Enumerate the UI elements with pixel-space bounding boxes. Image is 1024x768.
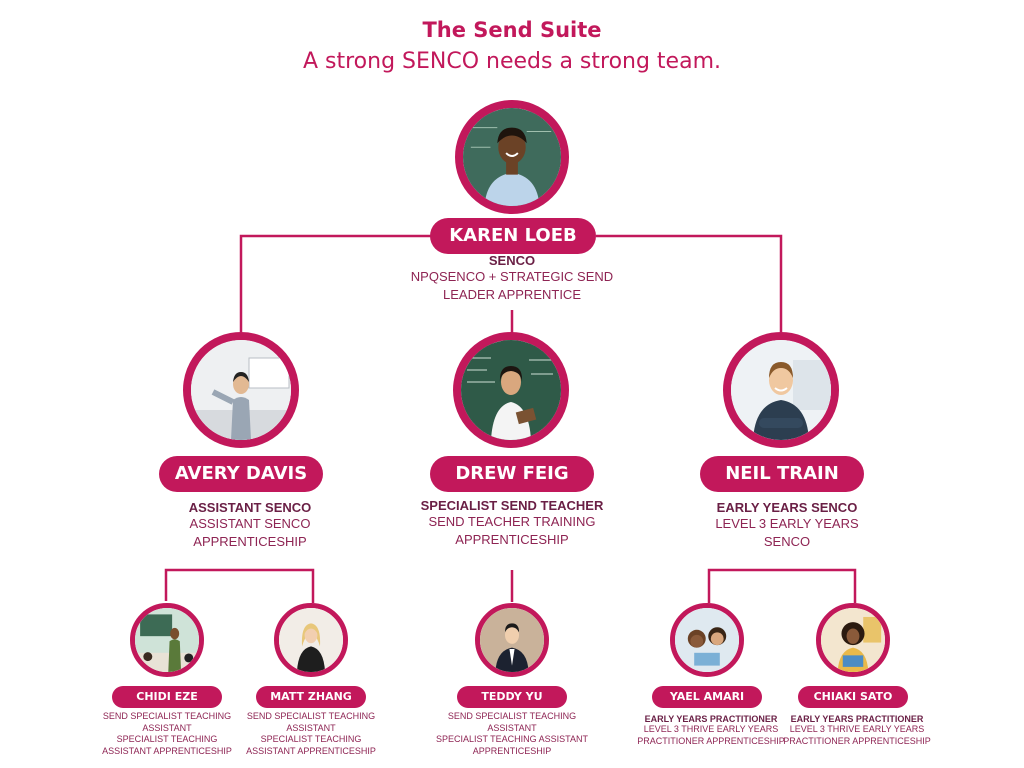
karen-loeb-photo — [455, 100, 569, 214]
matt-zhang-details: SEND SPECIALIST TEACHING ASSISTANT SPECI… — [240, 711, 382, 757]
neil-train-detail-2: SENCO — [763, 534, 811, 549]
teddy-yu-photo — [475, 603, 549, 677]
drew-feig-detail-2: APPRENTICESHIP — [455, 532, 569, 547]
neil-train-name-badge: NEIL TRAIN — [700, 456, 864, 492]
matt-zhang-line-2: ASSISTANT — [286, 722, 336, 733]
matt-zhang-line-1: SEND SPECIALIST TEACHING — [246, 711, 376, 721]
connector-top-left — [239, 234, 432, 332]
person-portrait-icon — [480, 608, 544, 672]
person-portrait-icon — [821, 608, 885, 672]
drew-feig-role: SPECIALIST SEND TEACHER — [420, 498, 604, 513]
avery-davis-details: ASSISTANT SENCO ASSISTANT SENCO APPRENTI… — [150, 500, 350, 551]
neil-train-name: NEIL TRAIN — [725, 463, 839, 484]
chidi-eze-name: CHIDI EZE — [136, 690, 198, 703]
teacher-chalkboard-icon — [461, 340, 561, 440]
teacher-chalkboard-icon — [463, 108, 561, 206]
presenter-icon — [191, 340, 291, 440]
drew-feig-detail-1: SEND TEACHER TRAINING — [428, 514, 596, 529]
drew-feig-details: SPECIALIST SEND TEACHER SEND TEACHER TRA… — [392, 498, 632, 549]
drew-feig-name-badge: DREW FEIG — [430, 456, 594, 492]
matt-zhang-line-3: SPECIALIST TEACHING — [260, 734, 362, 744]
matt-zhang-photo — [274, 603, 348, 677]
drew-feig-name: DREW FEIG — [455, 463, 569, 484]
teddy-yu-name: TEDDY YU — [481, 690, 543, 703]
karen-loeb-name-badge: KAREN LOEB — [430, 218, 596, 254]
avery-davis-name: AVERY DAVIS — [174, 463, 308, 484]
yael-amari-details: EARLY YEARS PRACTITIONER LEVEL 3 THRIVE … — [636, 714, 786, 747]
teddy-yu-line-4: APPRENTICESHIP — [472, 745, 552, 756]
connector-avery-team — [164, 568, 315, 603]
chidi-eze-details: SEND SPECIALIST TEACHING ASSISTANT SPECI… — [96, 711, 238, 757]
chidi-eze-line-3: SPECIALIST TEACHING — [116, 734, 218, 744]
yael-amari-line-1: LEVEL 3 THRIVE EARLY YEARS — [643, 724, 779, 734]
karen-loeb-detail-2: LEADER APPRENTICE — [443, 287, 581, 302]
matt-zhang-line-4: ASSISTANT APPRENTICESHIP — [246, 745, 376, 756]
chiaki-sato-name-badge: CHIAKI SATO — [798, 686, 908, 708]
avery-davis-name-badge: AVERY DAVIS — [159, 456, 323, 492]
teddy-yu-line-1: SEND SPECIALIST TEACHING — [447, 711, 577, 721]
chidi-eze-line-2: ASSISTANT — [142, 722, 192, 733]
neil-train-details: EARLY YEARS SENCO LEVEL 3 EARLY YEARS SE… — [687, 500, 887, 551]
chidi-eze-line-1: SEND SPECIALIST TEACHING — [102, 711, 232, 721]
yael-amari-photo — [670, 603, 744, 677]
chiaki-sato-name: CHIAKI SATO — [813, 690, 893, 703]
yael-amari-name: YAEL AMARI — [669, 690, 745, 703]
avery-davis-photo — [183, 332, 299, 448]
karen-loeb-details: SENCO NPQSENCO + STRATEGIC SEND LEADER A… — [370, 253, 654, 304]
avery-davis-detail-2: APPRENTICESHIP — [193, 534, 307, 549]
neil-train-photo — [723, 332, 839, 448]
yael-amari-role: EARLY YEARS PRACTITIONER — [644, 714, 778, 724]
person-portrait-icon — [279, 608, 343, 672]
chiaki-sato-photo — [816, 603, 890, 677]
teddy-yu-details: SEND SPECIALIST TEACHING ASSISTANT SPECI… — [428, 711, 596, 757]
page-subtitle: A strong SENCO needs a strong team. — [302, 49, 722, 74]
page-title: The Send Suite — [422, 18, 602, 42]
teacher-arms-crossed-icon — [731, 340, 831, 440]
chidi-eze-line-4: ASSISTANT APPRENTICESHIP — [102, 745, 232, 756]
karen-loeb-detail-1: NPQSENCO + STRATEGIC SEND — [410, 269, 614, 284]
yael-amari-name-badge: YAEL AMARI — [652, 686, 762, 708]
chiaki-sato-line-1: LEVEL 3 THRIVE EARLY YEARS — [789, 724, 925, 734]
yael-amari-line-2: PRACTITIONER APPRENTICESHIP — [637, 735, 785, 746]
drew-feig-photo — [453, 332, 569, 448]
karen-loeb-role: SENCO — [488, 253, 536, 268]
avery-davis-detail-1: ASSISTANT SENCO — [189, 516, 311, 531]
karen-loeb-name: KAREN LOEB — [449, 225, 577, 246]
chidi-eze-name-badge: CHIDI EZE — [112, 686, 222, 708]
classroom-icon — [135, 608, 199, 672]
teddy-yu-line-3: SPECIALIST TEACHING ASSISTANT — [435, 734, 589, 744]
teddy-yu-line-2: ASSISTANT — [487, 722, 537, 733]
chidi-eze-photo — [130, 603, 204, 677]
matt-zhang-name-badge: MATT ZHANG — [256, 686, 366, 708]
neil-train-role: EARLY YEARS SENCO — [716, 500, 858, 515]
avery-davis-role: ASSISTANT SENCO — [188, 500, 312, 515]
neil-train-detail-1: LEVEL 3 EARLY YEARS — [715, 516, 859, 531]
chiaki-sato-line-2: PRACTITIONER APPRENTICESHIP — [783, 735, 931, 746]
connector-neil-team — [707, 568, 857, 603]
teddy-yu-name-badge: TEDDY YU — [457, 686, 567, 708]
chiaki-sato-details: EARLY YEARS PRACTITIONER LEVEL 3 THRIVE … — [782, 714, 932, 747]
chiaki-sato-role: EARLY YEARS PRACTITIONER — [790, 714, 924, 724]
connector-top-right — [596, 234, 783, 332]
children-reading-icon — [675, 608, 739, 672]
matt-zhang-name: MATT ZHANG — [270, 690, 352, 703]
